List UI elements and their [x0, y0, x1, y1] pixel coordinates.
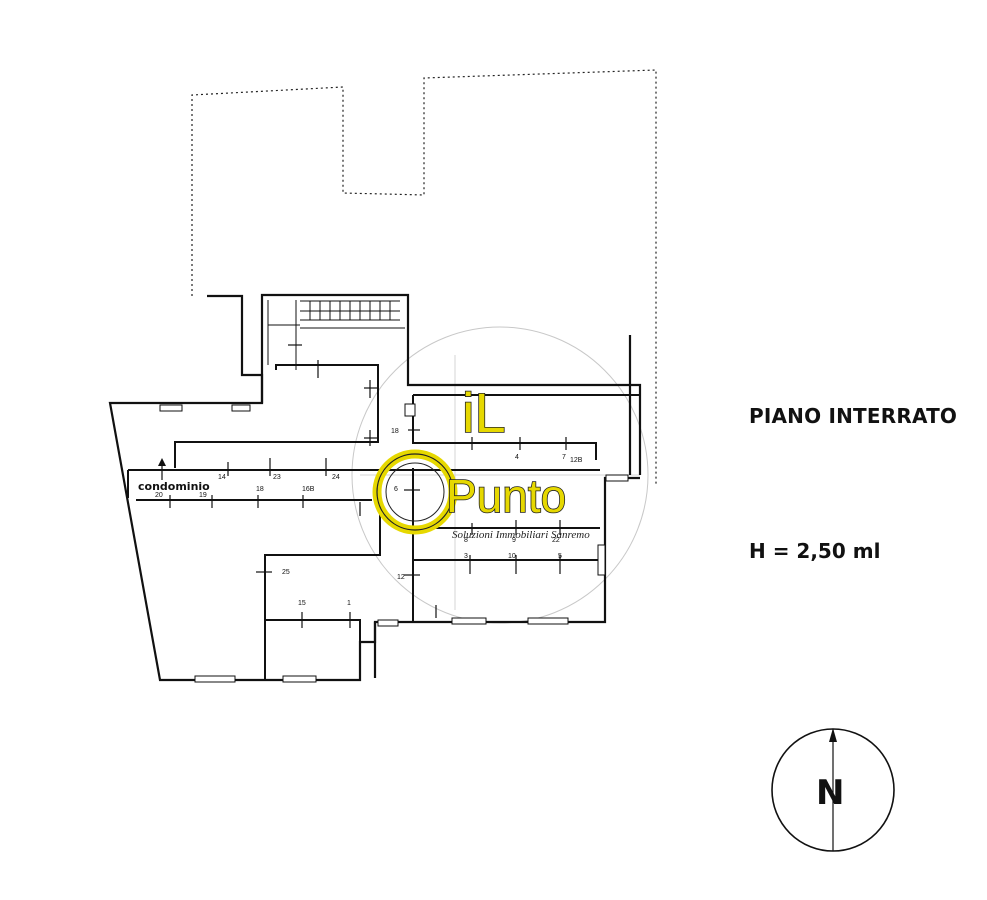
watermark-punto: Punto [446, 470, 566, 522]
watermark-tagline: Soluzioni Immobiliari Sanremo [452, 529, 590, 541]
condominio-arrow-icon [158, 458, 166, 480]
dotted-boundary [191, 69, 657, 484]
room-label: 6 [394, 486, 398, 493]
room-label: 20 [155, 492, 163, 499]
room-label: 22 [552, 537, 560, 544]
compass-n-label: N [816, 773, 844, 813]
room-label: 10 [508, 553, 516, 560]
room-label: 16B [302, 486, 315, 493]
room-label: 7 [562, 454, 566, 461]
building-walls [108, 293, 642, 682]
stair [267, 300, 405, 370]
north-arrow-icon [829, 728, 837, 742]
watermark-il: iL [462, 381, 506, 444]
room-label: 18 [391, 428, 399, 435]
windows [159, 403, 629, 683]
partition-ticks [169, 344, 567, 628]
room-label: 23 [273, 474, 281, 481]
room-label: 19 [199, 492, 207, 499]
watermark-logo: iL Punto Soluzioni Immobiliari Sanremo [372, 380, 590, 541]
room-label: 14 [218, 474, 226, 481]
room-label: 12B [570, 457, 583, 464]
room-label: 4 [515, 454, 519, 461]
room-label: 15 [298, 600, 306, 607]
compass: N [771, 728, 895, 852]
room-label: 18 [256, 486, 264, 493]
floor-title: PIANO INTERRATO [749, 404, 958, 428]
condominio-label: condominio [138, 480, 210, 493]
room-label: 5 [558, 553, 562, 560]
room-label: 12 [397, 574, 405, 581]
ceiling-height-note: H = 2,50 ml [749, 539, 881, 563]
room-label: 9 [512, 537, 516, 544]
room-label: 8 [464, 537, 468, 544]
room-label: 24 [332, 474, 340, 481]
room-label: 3 [464, 553, 468, 560]
room-label: 1 [347, 600, 351, 607]
room-label: 25 [282, 569, 290, 576]
interior-walls [127, 364, 640, 680]
